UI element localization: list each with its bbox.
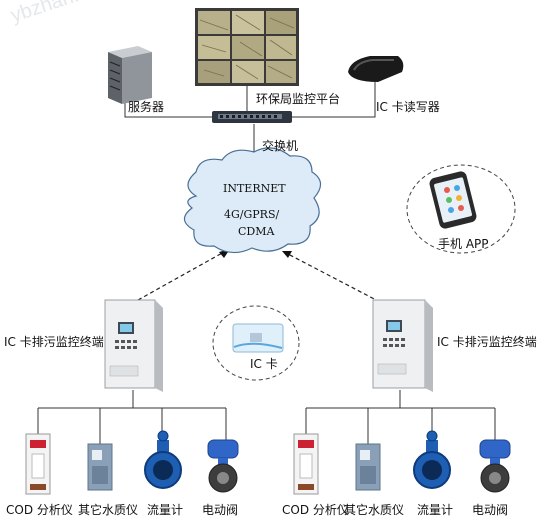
connection-lines xyxy=(37,82,496,444)
device-label-left-2: 流量计 xyxy=(147,503,184,517)
server-icon xyxy=(108,46,152,104)
flowmeter-icon-right xyxy=(413,430,451,489)
water-quality-icon-left xyxy=(87,443,113,491)
cod-analyzer-icon-left xyxy=(25,433,51,495)
terminal-cabinet-right xyxy=(372,299,433,392)
switch-to-reader-line xyxy=(290,82,376,118)
electric-valve-icon-left xyxy=(207,439,239,493)
cloud-icon xyxy=(183,147,322,254)
terminal-right-label: IC 卡排污监控终端 xyxy=(437,335,537,349)
device-label-right-2: 流量计 xyxy=(417,503,454,517)
card-reader-icon xyxy=(348,56,404,82)
phone-app-circle xyxy=(406,164,516,254)
terminal-left-label: IC 卡排污监控终端 xyxy=(4,335,104,349)
ic-card-icon xyxy=(232,323,284,353)
terminal-cabinet-left xyxy=(104,299,163,392)
flowmeter-icon-left xyxy=(144,430,182,489)
phone-icon xyxy=(429,171,477,229)
cloud-network-label: 4G/GPRS/ xyxy=(224,208,280,221)
cloud-cdma-label: CDMA xyxy=(238,225,275,238)
platform-label: 环保局监控平台 xyxy=(256,92,341,106)
device-label-right-1: 其它水质仪 xyxy=(344,503,405,517)
electric-valve-icon-right xyxy=(479,439,511,493)
switch-icon xyxy=(212,111,292,123)
device-label-right-0: COD 分析仪 xyxy=(282,503,349,517)
device-label-right-3: 电动阀 xyxy=(472,503,509,517)
cod-analyzer-icon-right xyxy=(293,433,319,495)
switch-label: 交换机 xyxy=(262,139,299,153)
card-reader-label: IC 卡读写器 xyxy=(376,100,440,114)
cloud-internet-label: INTERNET xyxy=(223,182,286,195)
video-wall xyxy=(195,8,299,86)
ic-card-circle xyxy=(212,305,300,381)
device-label-left-0: COD 分析仪 xyxy=(6,503,73,517)
phone-app-label: 手机 APP xyxy=(438,237,489,251)
ic-card-label: IC 卡 xyxy=(250,357,278,371)
water-quality-icon-right xyxy=(355,443,381,491)
device-label-left-3: 电动阀 xyxy=(202,503,239,517)
wireless-links xyxy=(137,251,381,303)
arrow-right-link xyxy=(282,251,292,258)
server-label: 服务器 xyxy=(128,100,165,114)
device-label-left-1: 其它水质仪 xyxy=(78,503,139,517)
